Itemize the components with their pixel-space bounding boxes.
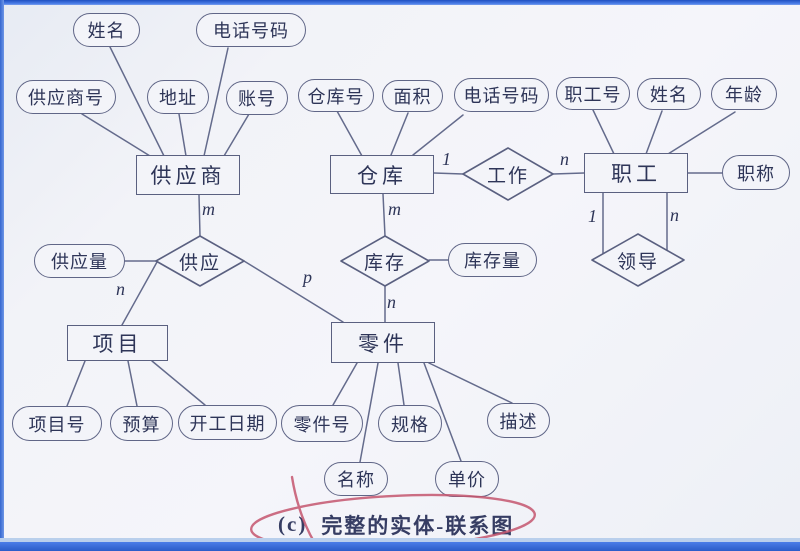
attribute-warehouse-no: 仓库号	[298, 79, 374, 112]
figure-caption-text: 完整的实体-联系图	[321, 513, 515, 538]
attribute-area: 面积	[382, 80, 443, 112]
entity-supplier: 供应商	[136, 155, 240, 195]
attribute-part-no: 零件号	[281, 405, 363, 442]
entity-employee: 职工	[584, 153, 688, 193]
connector-lines	[66, 46, 736, 463]
cardinality-supply-part: p	[303, 267, 312, 287]
relationship-work-label: 工作	[486, 165, 529, 187]
attribute-name-employee: 姓名	[637, 78, 701, 110]
entity-project: 项目	[67, 325, 168, 361]
cardinality-work-employee: n	[560, 149, 569, 169]
attribute-spec: 规格	[378, 405, 442, 442]
figure-caption-index: (c)	[278, 512, 308, 536]
attribute-phone-supplier: 电话号码	[196, 13, 306, 47]
relationship-stock-label: 库存	[363, 252, 406, 274]
frame-border-top	[0, 0, 800, 5]
cardinality-lead-n: n	[670, 205, 679, 225]
attribute-title: 职称	[722, 155, 790, 190]
frame-border-bottom	[0, 542, 800, 551]
cardinality-lead-one: 1	[588, 206, 597, 226]
attribute-employee-no: 职工号	[556, 77, 630, 110]
attribute-name-supplier: 姓名	[73, 13, 140, 47]
relationship-work-diamond	[462, 147, 554, 201]
entity-warehouse: 仓库	[330, 155, 434, 194]
attribute-project-no: 项目号	[12, 406, 102, 441]
relationship-lead-diamond	[591, 233, 685, 287]
figure-caption: (c) 完整的实体-联系图	[278, 511, 514, 538]
relationship-lead-label: 领导	[616, 251, 659, 273]
attribute-phone-warehouse: 电话号码	[454, 78, 549, 112]
cardinality-supplier-supply: m	[202, 199, 215, 219]
attribute-supply-qty: 供应量	[34, 244, 125, 278]
relationship-stock-diamond	[340, 235, 430, 287]
attribute-unit-price: 单价	[435, 461, 499, 497]
entity-part: 零件	[331, 322, 435, 363]
frame-border-left	[0, 0, 4, 551]
attribute-desc: 描述	[487, 403, 550, 438]
relationship-supply-diamond	[155, 235, 245, 287]
attribute-part-name: 名称	[324, 462, 388, 496]
attribute-stock-qty: 库存量	[448, 243, 537, 277]
cardinality-stock-part: n	[387, 292, 396, 312]
relationship-supply-label: 供应	[178, 252, 221, 274]
cardinality-warehouse-work: 1	[442, 149, 451, 169]
attribute-account: 账号	[226, 81, 288, 115]
relationship-diamonds	[155, 147, 685, 287]
attribute-start-date: 开工日期	[178, 405, 277, 440]
attribute-supplier-no: 供应商号	[16, 80, 116, 114]
attribute-address: 地址	[147, 80, 209, 114]
frame-border-bottom-light	[0, 538, 800, 542]
cardinality-supply-project: n	[116, 279, 125, 299]
attribute-age: 年龄	[711, 78, 777, 110]
attribute-budget: 预算	[110, 406, 173, 441]
cardinality-warehouse-stock: m	[388, 199, 401, 219]
